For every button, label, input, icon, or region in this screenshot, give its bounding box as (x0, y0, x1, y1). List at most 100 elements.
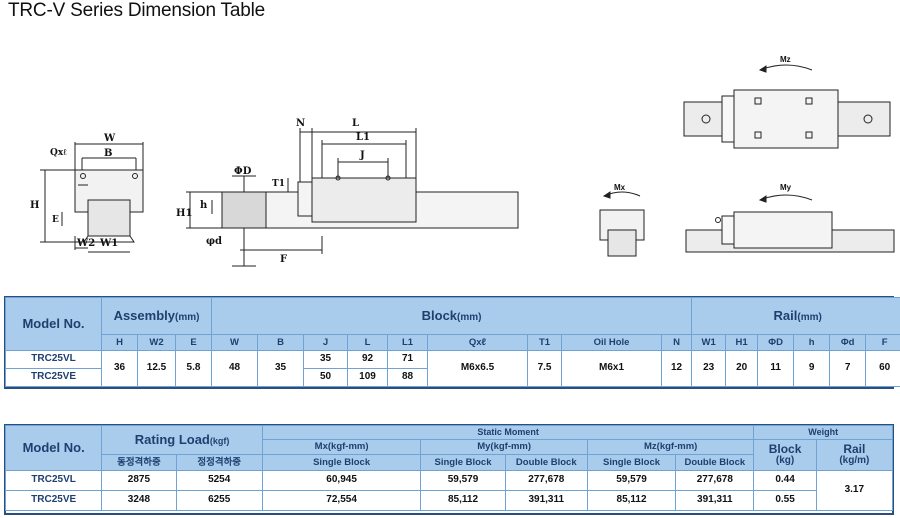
cell-l1: 71 (387, 350, 429, 369)
col-h: H (101, 334, 138, 351)
label-b: B (104, 148, 112, 159)
rating-load-unit: (kgf) (209, 436, 230, 447)
cell-h1: 20 (725, 350, 759, 387)
label-h-small: h (200, 200, 208, 211)
cell-f: 60 (865, 350, 900, 387)
cell-my-single: 59,579 (420, 470, 506, 491)
col-f: F (865, 334, 900, 351)
cell-mx: 72,554 (261, 490, 422, 511)
col-w: W (211, 334, 259, 351)
table-row: TRC25VL 36 12.5 5.8 48 35 35 92 71 M6x6.… (5, 350, 900, 387)
cell-w2: 12.5 (137, 350, 176, 387)
cell-dyn: 3248 (101, 490, 177, 511)
static-moment-header: Static Moment (261, 425, 755, 440)
label-f: F (280, 254, 287, 265)
block-header-text: Block (421, 307, 458, 323)
load-rating-table: Model No. Rating Load(kgf) Static Moment… (4, 425, 894, 511)
cell-h: 36 (101, 350, 138, 387)
cell-e: 5.8 (174, 350, 213, 387)
label-mx: Mx (614, 183, 626, 192)
front-view-drawing (40, 142, 144, 253)
col-e: E (174, 334, 213, 351)
col-n: N (661, 334, 693, 351)
cell-my-double: 277,678 (504, 470, 588, 491)
col-l1: L1 (387, 334, 429, 351)
static-load-label: 정정격하중 (175, 454, 263, 471)
cell-rail-weight: 3.17 (815, 470, 894, 511)
cell-mz-single: 59,579 (586, 470, 677, 491)
col-t1: T1 (527, 334, 563, 351)
label-l1: L1 (356, 132, 370, 143)
rating-load-text: Rating Load (134, 432, 210, 448)
model-cell: TRC25VL (5, 350, 102, 369)
cell-l: 92 (347, 350, 389, 369)
label-qxl: Qxℓ (50, 148, 67, 158)
my-header: My(kgf-mm) (420, 439, 588, 455)
label-phid: φd (206, 236, 222, 247)
rail-header-text: Rail (773, 307, 798, 323)
page-title: TRC-V Series Dimension Table (8, 0, 265, 21)
cell-t1: 7.5 (527, 350, 563, 387)
block-header: Block(mm) (211, 297, 693, 335)
dynamic-load-label: 동정격하중 (101, 454, 177, 471)
cell-mz-single: 85,112 (586, 490, 677, 511)
cell-block-weight: 0.55 (753, 490, 817, 511)
my-double-label: Double Block (504, 454, 588, 471)
model-cell: TRC25VE (5, 368, 102, 387)
cell-qxl: M6x6.5 (427, 350, 529, 387)
dimension-drawings: W B Qxℓ H E W2 W1 N L L1 J ΦD T (30, 55, 895, 267)
rail-weight-text: Rail (843, 442, 866, 457)
cell-l: 109 (347, 368, 389, 387)
cell-b: 35 (257, 350, 305, 387)
cell-j: 50 (303, 368, 349, 387)
cell-od: 11 (757, 350, 795, 387)
col-qxl: Qxℓ (427, 334, 529, 351)
label-l: L (352, 118, 359, 129)
label-h: H (30, 200, 39, 211)
dimension-table: Model No. Assembly(mm) Block(mm) Rail(mm… (5, 297, 900, 387)
block-weight-unit: (kg) (775, 455, 795, 467)
cell-mz-double: 391,311 (675, 490, 755, 511)
label-mz: Mz (780, 55, 791, 64)
mx-single-label: Single Block (261, 454, 422, 471)
cell-block-weight: 0.44 (753, 470, 817, 491)
rail-unit: (mm) (797, 311, 822, 323)
label-j: J (359, 150, 365, 161)
block-weight-header: Block(kg) (753, 439, 817, 471)
table-row: TRC25VL 2875 5254 60,945 59,579 277,678 … (4, 470, 894, 511)
block-unit: (mm) (457, 311, 482, 323)
col-j: J (303, 334, 349, 351)
cell-my-double: 391,311 (504, 490, 588, 511)
label-w2: W2 (76, 238, 95, 249)
rating-load-header: Rating Load(kgf) (101, 425, 263, 455)
cell-mz-double: 277,678 (675, 470, 755, 491)
mx-header: Mx(kgf-mm) (261, 439, 422, 455)
mz-double-label: Double Block (675, 454, 755, 471)
model-header: Model No. (5, 297, 102, 351)
cell-stat: 6255 (175, 490, 263, 511)
col-phid: Φd (829, 334, 867, 351)
mz-header: Mz(kgf-mm) (586, 439, 755, 455)
my-single-label: Single Block (420, 454, 506, 471)
cell-l1: 88 (387, 368, 429, 387)
mx-view-drawing (599, 191, 645, 257)
col-oil-hole: Oil Hole (561, 334, 663, 351)
model-header: Model No. (4, 425, 103, 471)
mz-single-label: Single Block (586, 454, 677, 471)
weight-header: Weight (753, 425, 893, 440)
label-n: N (296, 118, 305, 129)
cell-n: 12 (661, 350, 693, 387)
cell-w1: 23 (691, 350, 727, 387)
col-w2: W2 (137, 334, 176, 351)
col-h-small: h (793, 334, 831, 351)
cell-phid: 7 (829, 350, 867, 387)
cell-j: 35 (303, 350, 349, 369)
label-w1: W1 (99, 238, 118, 249)
cell-w: 48 (211, 350, 259, 387)
cell-dyn: 2875 (101, 470, 177, 491)
model-cell: TRC25VL (4, 470, 103, 491)
model-cell: TRC25VE (4, 490, 103, 511)
col-l: L (347, 334, 389, 351)
label-my: My (780, 183, 792, 192)
label-e: E (52, 215, 59, 225)
